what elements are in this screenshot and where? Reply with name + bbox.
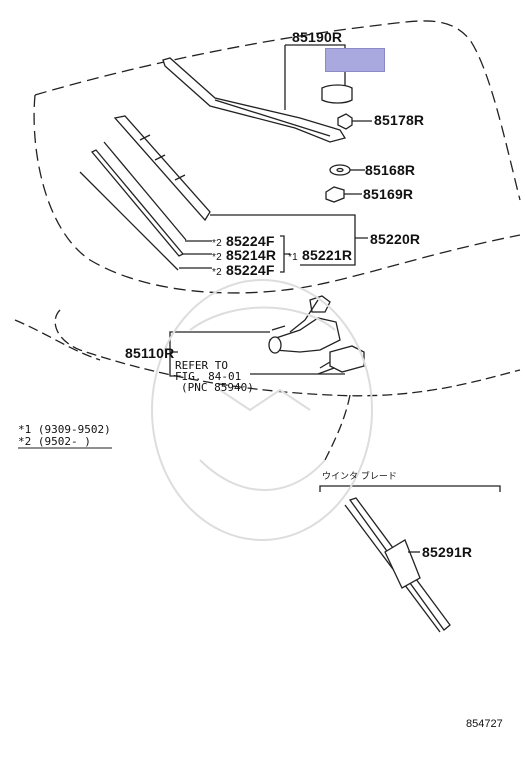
label-85178r[interactable]: 85178R bbox=[374, 112, 425, 128]
refer-line-1: REFER TO bbox=[175, 359, 228, 372]
label-85221r[interactable]: *1 85221R bbox=[288, 247, 352, 266]
part-number: 85214R bbox=[225, 247, 277, 263]
label-85190r[interactable]: 85190R bbox=[292, 29, 343, 45]
rear-window-outline bbox=[34, 20, 521, 201]
leader-85220r bbox=[210, 214, 368, 266]
highlight-box bbox=[325, 48, 385, 72]
pivot-cap bbox=[321, 84, 353, 104]
part-number: 85224F bbox=[225, 262, 275, 278]
label-85214r[interactable]: *2 85214R bbox=[212, 247, 276, 266]
blade-refill bbox=[103, 141, 187, 241]
refer-line-2[interactable]: FIG. 84-01 bbox=[175, 370, 242, 383]
diagram-reference-number: 854727 bbox=[466, 718, 503, 730]
blade-heading-bracket bbox=[319, 485, 501, 492]
note-star1: *1 (9309-9502) bbox=[18, 423, 111, 436]
label-85110r[interactable]: 85110R bbox=[125, 345, 175, 361]
label-85168r[interactable]: 85168R bbox=[365, 162, 416, 178]
mark-star2: *2 bbox=[212, 238, 222, 249]
wiper-motor bbox=[269, 317, 341, 353]
nut-85178r bbox=[337, 113, 353, 130]
mark-star2: *2 bbox=[212, 267, 222, 278]
blade-insert bbox=[79, 171, 179, 271]
label-85220r[interactable]: 85220R bbox=[370, 231, 421, 247]
hatch-panel-outline bbox=[54, 309, 521, 397]
hatch-lower-curve bbox=[14, 319, 101, 361]
wiper-arm bbox=[162, 57, 347, 143]
leader-bracket bbox=[280, 235, 290, 273]
blade-heading: ウインタ ブレード bbox=[322, 472, 397, 482]
hatch-center-line bbox=[324, 394, 351, 461]
label-85169r[interactable]: 85169R bbox=[363, 186, 414, 202]
motor-connector bbox=[329, 345, 365, 373]
mark-star1: *1 bbox=[288, 252, 298, 263]
label-85224f-upper[interactable]: *2 85224F bbox=[212, 233, 275, 252]
blade-assembly bbox=[113, 115, 211, 222]
label-85224f-lower[interactable]: *2 85224F bbox=[212, 262, 275, 281]
rear-window-left-edge bbox=[33, 94, 301, 294]
mark-star2: *2 bbox=[212, 252, 222, 263]
part-number: 85224F bbox=[225, 233, 275, 249]
part-number: 85221R bbox=[301, 247, 353, 263]
washer-85168r bbox=[329, 164, 351, 176]
watermark-crest bbox=[151, 279, 373, 541]
note-star2: *2 (9502- ) bbox=[18, 435, 91, 448]
label-85291r[interactable]: 85291R bbox=[422, 544, 473, 560]
nut-85169r bbox=[325, 186, 345, 203]
rear-window-lower-edge bbox=[299, 234, 521, 289]
leader-85110r bbox=[169, 331, 270, 377]
refer-line-3: (PNC 85940) bbox=[181, 381, 254, 394]
